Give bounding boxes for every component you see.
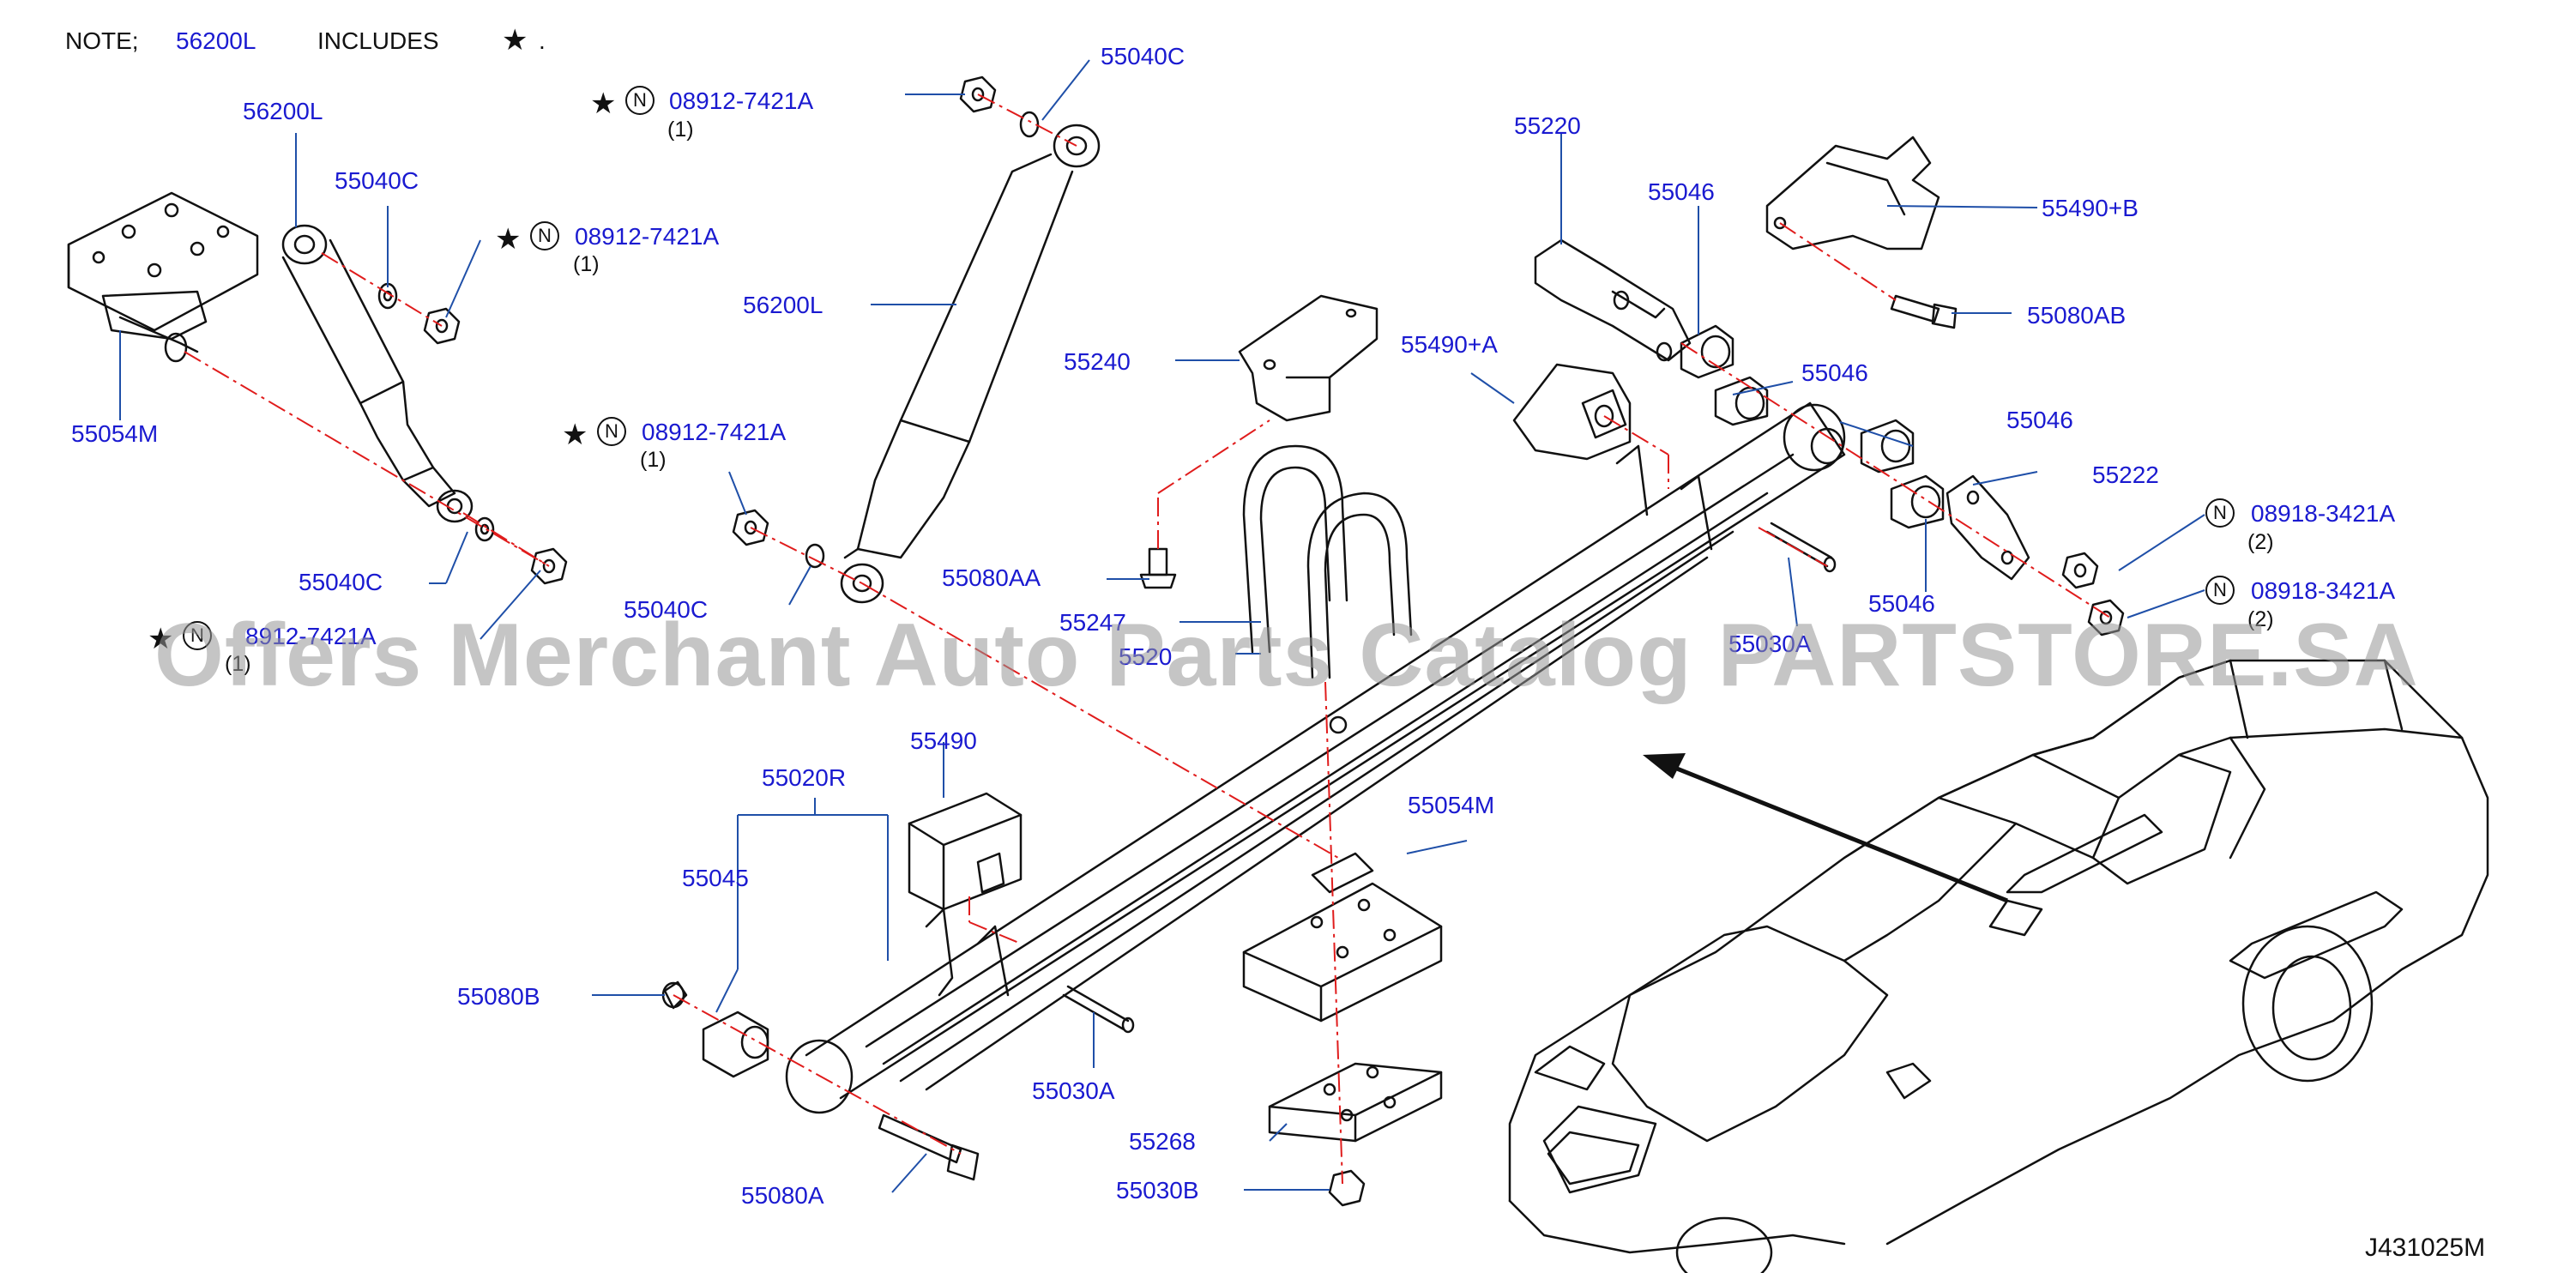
note-includes: INCLUDES (317, 27, 439, 54)
label-5520x[interactable]: 5520 (1119, 643, 1173, 670)
shock-absorber-center (840, 124, 1101, 604)
spring-seat-plate-left (67, 191, 259, 363)
qty-b: (1) (225, 652, 251, 676)
diagram-code: J431025M (2365, 1234, 2486, 1262)
label-55046-d[interactable]: 55046 (1868, 590, 1935, 617)
bushing-55046-a (1680, 324, 1734, 379)
qty-08918-b: (2) (2247, 607, 2274, 631)
star-icon-mid: ★ (562, 418, 588, 452)
bushing-55046-c (1860, 419, 1915, 474)
label-5530x[interactable]: 55030A (1728, 630, 1812, 657)
label-55490A[interactable]: 55490+A (1401, 331, 1498, 358)
pickup-truck-illustration (1508, 659, 2489, 1273)
star-icon-top: ★ (590, 87, 617, 121)
bump-stopper (1238, 294, 1378, 422)
direction-arrow (1643, 753, 2008, 903)
star-icon-a: ★ (495, 222, 522, 256)
label-55080B[interactable]: 55080B (457, 983, 540, 1010)
bushing-55046-b (1714, 376, 1769, 426)
note-star-icon: ★ (502, 23, 528, 57)
star-icon-b: ★ (148, 622, 174, 656)
label-55040C-center[interactable]: 55040C (624, 596, 709, 623)
spring-seat-center (1242, 852, 1443, 1023)
n-mark-icon-08918-a: N (2205, 498, 2235, 528)
qty-08918-a: (2) (2247, 530, 2274, 554)
shock-absorber-left (281, 224, 474, 523)
label-56200L-center[interactable]: 56200L (743, 292, 823, 318)
note-suffix: . (539, 27, 546, 54)
label-55240[interactable]: 55240 (1064, 348, 1131, 375)
shackle-plate (1946, 474, 2030, 581)
label-55247[interactable]: 55247 (1059, 609, 1126, 636)
label-55045[interactable]: 55045 (682, 865, 749, 891)
label-55046-a[interactable]: 55046 (1648, 178, 1715, 205)
label-55040C-left-bottom[interactable]: 55040C (299, 569, 383, 595)
label-55040C-left-top[interactable]: 55040C (335, 167, 419, 194)
n-mark-icon-top: N (625, 86, 655, 115)
label-55490[interactable]: 55490 (910, 727, 977, 754)
n-mark-icon-b: N (183, 621, 212, 650)
bracket-55490B (1765, 136, 1940, 250)
leaf-spring (785, 401, 1846, 1114)
label-55020R[interactable]: 55020R (762, 764, 847, 791)
label-08912-7421A-b[interactable]: 8912-7421A (245, 623, 377, 649)
label-55490B[interactable]: 55490+B (2042, 195, 2139, 221)
note-prefix: NOTE; (65, 27, 139, 54)
label-08912-7421A-a[interactable]: 08912-7421A (575, 223, 720, 250)
label-55054M-left[interactable]: 55054M (71, 420, 159, 447)
label-56200L-left[interactable]: 56200L (243, 98, 323, 124)
n-mark-icon-a: N (530, 221, 559, 250)
qty-mid: (1) (640, 448, 667, 472)
label-55268[interactable]: 55268 (1129, 1128, 1196, 1155)
label-08912-7421A-mid[interactable]: 08912-7421A (642, 419, 787, 445)
centerlines (184, 94, 2111, 1185)
bumper-55490A (1512, 363, 1632, 461)
label-55030B[interactable]: 55030B (1116, 1177, 1199, 1204)
label-55046-b[interactable]: 55046 (1801, 359, 1868, 386)
label-55040C-top[interactable]: 55040C (1101, 43, 1185, 69)
n-mark-icon-mid: N (597, 417, 626, 446)
qty-top: (1) (667, 118, 694, 142)
label-55080AA[interactable]: 55080AA (942, 564, 1041, 591)
n-mark-icon-08918-b: N (2205, 576, 2235, 605)
label-55080AB[interactable]: 55080AB (2027, 302, 2127, 329)
plate-55268 (1268, 1062, 1443, 1143)
label-55046-c[interactable]: 55046 (2006, 407, 2073, 433)
label-55030A[interactable]: 55030A (1032, 1077, 1115, 1104)
note-part-number[interactable]: 56200L (176, 27, 256, 54)
bushing-55046-d (1890, 474, 1945, 529)
label-55080A[interactable]: 55080A (741, 1182, 824, 1209)
leader-lines (119, 59, 2205, 1193)
label-55220[interactable]: 55220 (1514, 112, 1581, 139)
label-08918-3421A-a[interactable]: 08918-3421A (2251, 500, 2396, 527)
watermark-text: Offers Merchant Auto Parts Catalog PARTS… (154, 606, 2419, 705)
label-08918-3421A-b[interactable]: 08918-3421A (2251, 577, 2396, 604)
label-55054M-center[interactable]: 55054M (1408, 792, 1495, 818)
qty-a: (1) (573, 252, 600, 276)
label-55222[interactable]: 55222 (2092, 462, 2159, 488)
label-08912-7421A-top[interactable]: 08912-7421A (669, 87, 814, 114)
shackle-bracket (1534, 238, 1692, 362)
u-bolts (1242, 444, 1413, 679)
bumper-55490 (908, 792, 1023, 911)
